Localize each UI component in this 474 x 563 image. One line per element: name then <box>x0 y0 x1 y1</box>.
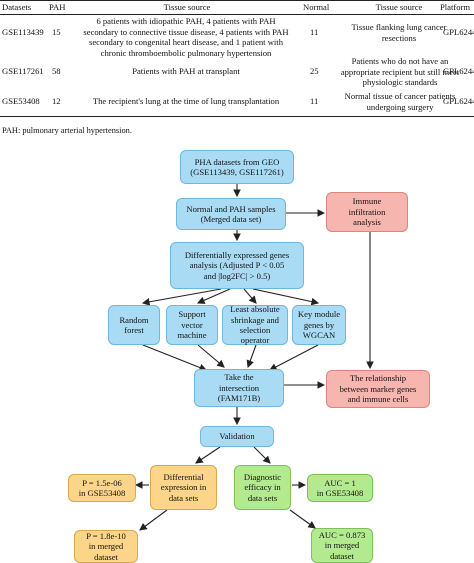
row2-tissue-source: Patients with PAH at transplant <box>132 66 240 76</box>
arrow-diag-auc2 <box>289 509 316 529</box>
node-merged-samples: Normal and PAH samples(Merged data set) <box>176 198 286 230</box>
row1-tissue-source: 6 patients with idiopathic PAH, 4 patien… <box>83 16 289 58</box>
table-bottom-rule <box>0 116 474 117</box>
row3-normal: 11 <box>310 96 319 106</box>
row2-pah: 58 <box>52 66 61 76</box>
arrow-deg-lasso <box>243 288 257 304</box>
arrow-validation-diffexp <box>195 446 221 464</box>
row2-platform: GPL6244 <box>443 66 474 76</box>
arrow-deg-wgcna <box>252 288 320 306</box>
header-normal: Normal <box>303 2 330 12</box>
arrow-deg-svm <box>196 288 231 304</box>
arrow-wgcna-intersect <box>269 344 319 371</box>
table-header-rule <box>0 14 474 15</box>
node-geo-datasets: PHA datasets from GEO(GSE113439, GSE1172… <box>180 150 294 184</box>
arrow-lasso-intersect <box>246 344 257 369</box>
row3-platform: GPL6244 <box>443 96 474 106</box>
arrow-diffexp-p2 <box>139 509 168 531</box>
node-validation: Validation <box>200 426 274 447</box>
row3-pah: 12 <box>52 96 61 106</box>
header-datasets: Datasets <box>2 2 32 12</box>
row2-normal-source: Patients who do not have an appropriate … <box>340 56 460 88</box>
row1-dataset: GSE113439 <box>2 27 44 37</box>
row1-platform: GPL6244 <box>443 27 474 37</box>
arrow-validation-diag <box>253 446 271 464</box>
arrow-svm-intersect <box>197 344 225 368</box>
table-top-rule <box>0 0 474 1</box>
header-tissue-source: Tissue source <box>163 2 211 12</box>
row1-normal: 11 <box>310 27 319 37</box>
header-platform: Platform <box>440 2 471 12</box>
row2-normal: 25 <box>310 66 319 76</box>
header-normal-tissue-source: Tissue source <box>375 2 423 12</box>
row3-tissue-source: The recipient's lung at the time of lung… <box>92 96 280 106</box>
header-pah: PAH <box>49 2 66 12</box>
row1-normal-source: Tissue flanking lung cancer resections <box>351 22 447 43</box>
table-footnote: PAH: pulmonary arterial hypertension. <box>2 126 132 135</box>
row3-dataset: GSE53408 <box>2 96 40 106</box>
row3-normal-source: Normal tissue of cancer patients undergo… <box>344 91 456 112</box>
row1-pah: 15 <box>52 27 61 37</box>
arrow-deg-rf <box>141 288 222 306</box>
arrow-rf-intersect <box>142 344 208 372</box>
row2-dataset: GSE117261 <box>2 66 44 76</box>
